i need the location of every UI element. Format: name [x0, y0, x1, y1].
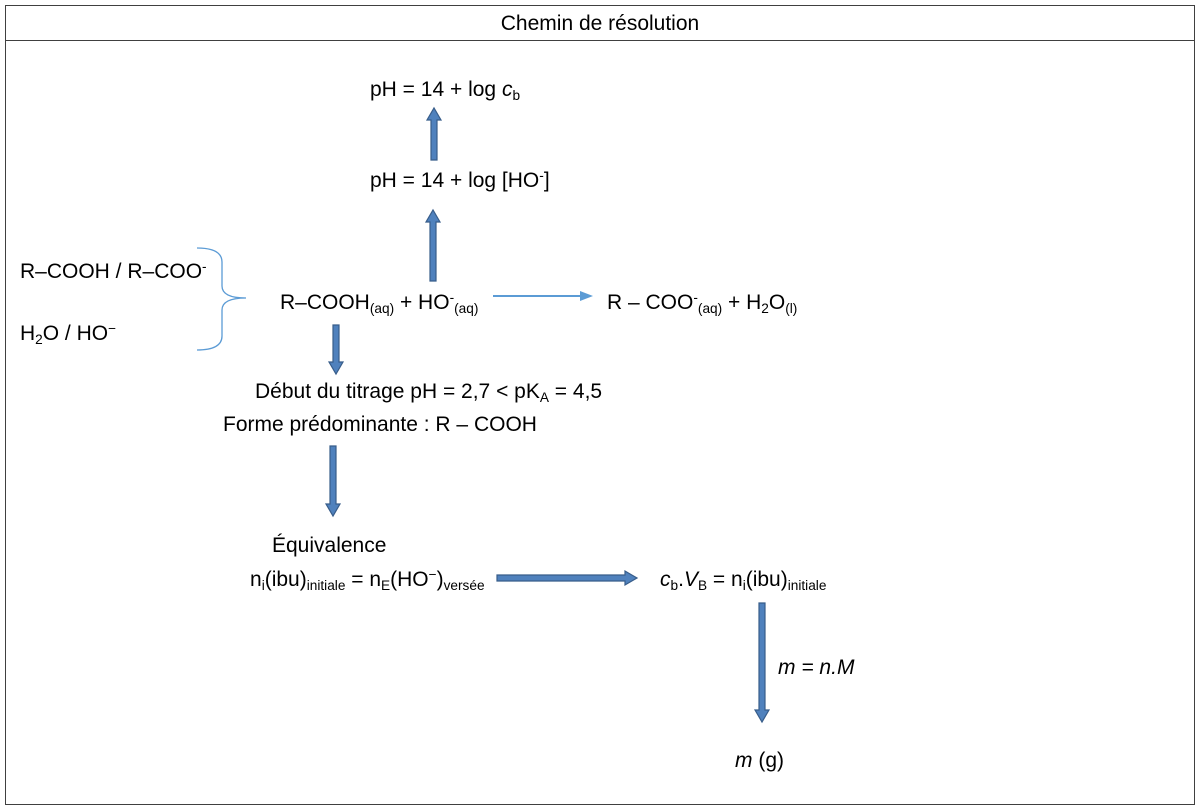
ph-from-cb-text: pH = 14 + log — [370, 78, 502, 101]
arrow-up-to-ph-cb — [425, 106, 443, 161]
reactant-hydroxide-charge: - — [449, 290, 455, 306]
acid-couple-text: R–COOH / R–COO — [20, 260, 203, 283]
titration-start-statement: Début du titrage pH = 2,7 < pKA = 4,5 — [255, 380, 603, 406]
ph-from-cb-subscript: b — [512, 88, 521, 104]
product-base-state: (aq) — [697, 301, 723, 317]
eq-ibu: (ibu) — [264, 568, 307, 591]
product-water-state: (l) — [785, 301, 798, 317]
amount-sub-i: i — [742, 578, 746, 594]
titration-start-value: = 4,5 — [548, 380, 603, 403]
ph-from-cb-variable: c — [501, 78, 513, 101]
ph-from-hydroxide-text: pH = 14 + log [HO — [370, 169, 540, 192]
amount-ibu: (ibu) — [745, 568, 788, 591]
eq-ho-charge: − — [428, 567, 437, 583]
arrow-down-to-mass — [753, 602, 771, 724]
amount-sub-initiale: initiale — [787, 578, 827, 594]
product-water-o: O — [768, 291, 786, 314]
titration-start-subscript: A — [539, 390, 549, 406]
eq-sub-e: E — [381, 578, 391, 594]
water-couple-subscript: 2 — [35, 332, 43, 348]
mass-formula: m = n.M — [778, 656, 855, 679]
arrow-right-to-amount-relation — [496, 569, 639, 587]
titration-start-text: Début du titrage pH = 2,7 < pK — [255, 380, 540, 403]
ph-from-hydroxide-close: ] — [543, 169, 550, 192]
page-title: Chemin de résolution — [500, 12, 700, 35]
reaction-products: R – COO-(aq) + H2O(l) — [607, 290, 798, 317]
outer-frame — [5, 5, 1195, 805]
reactant-acid: R–COOH — [280, 291, 370, 314]
product-water-subscript: 2 — [761, 301, 769, 317]
amount-c: c — [660, 568, 671, 591]
predominant-form-statement: Forme prédominante : R – COOH — [223, 413, 537, 436]
equivalence-label: Équivalence — [272, 534, 387, 557]
amount-dot: . — [678, 568, 684, 591]
water-couple-h: H — [20, 322, 36, 345]
equivalence-relation: ni(ibu)initiale = nE(HO−)versée — [250, 567, 485, 594]
eq-ho: (HO — [390, 568, 429, 591]
reactant-hydroxide-state: (aq) — [454, 301, 479, 317]
product-base: R – COO — [607, 291, 694, 314]
ph-from-hydroxide-expression: pH = 14 + log [HO-] — [370, 169, 550, 193]
eq-close: ) — [436, 568, 444, 591]
arrow-up-to-ph-hydroxide — [424, 208, 442, 282]
reactant-plus-hydroxide: + HO — [394, 291, 450, 314]
amount-v: V — [683, 568, 698, 591]
amount-sub-b: b — [670, 578, 679, 594]
eq-sub-initiale: initiale — [306, 578, 346, 594]
reaction-arrow-head — [580, 291, 593, 301]
acid-base-couples-brace — [196, 247, 247, 351]
amount-equals-n: = n — [707, 568, 743, 591]
reaction-reactants: R–COOH(aq) + HO-(aq) — [280, 290, 479, 317]
water-couple-charge: − — [108, 321, 117, 337]
arrow-down-to-titration-start — [327, 324, 345, 376]
eq-equals-n: = n — [345, 568, 382, 591]
amount-sub-B: B — [697, 578, 708, 594]
eq-sub-versee: versée — [443, 578, 485, 594]
water-couple-label: H2O / HO− — [20, 321, 117, 348]
product-base-charge: - — [693, 290, 698, 306]
mass-unit: (g) — [752, 749, 784, 772]
mass-result: m (g) — [735, 749, 784, 773]
ph-from-cb-expression: pH = 14 + log cb — [370, 78, 521, 104]
water-couple-text: O / HO — [42, 322, 109, 345]
eq-n1: n — [250, 568, 262, 591]
hydroxide-charge: - — [539, 168, 544, 184]
arrow-down-to-equivalence — [324, 445, 342, 518]
amount-relation: cb.VB = ni(ibu)initiale — [660, 568, 827, 594]
acid-couple-label: R–COOH / R–COO- — [20, 260, 207, 284]
reactant-acid-state: (aq) — [369, 301, 395, 317]
mass-symbol: m — [735, 749, 753, 772]
eq-sub-i: i — [261, 578, 265, 594]
product-plus-h: + H — [722, 291, 762, 314]
acid-couple-charge: - — [202, 259, 207, 275]
